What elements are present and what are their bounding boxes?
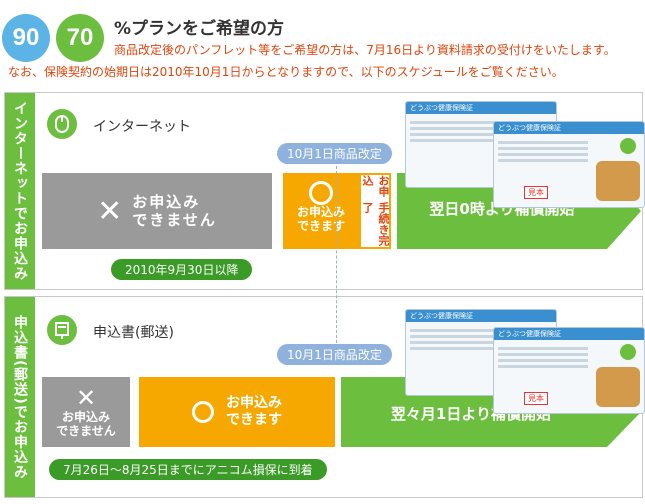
mail-cannot-apply-box: ✕ お申込みできません [42,377,130,447]
mail-cannot-apply-line2: できません [56,424,116,438]
dog-photo [596,367,640,407]
internet-revision-pill: 10月1日商品改定 [277,143,392,164]
sample-stamp: 見本 [524,186,548,199]
leaf-logo-icon [620,138,636,154]
card-header: どうぶつ健康保険証 [406,102,556,114]
internet-panel: インターネットでお申込み インターネット 10月1日商品改定 ✕ お申込みできま… [4,92,645,290]
internet-cannot-apply-line1: お申込み [132,193,201,211]
circle-ok-icon [309,181,333,205]
dog-photo [596,161,640,201]
insurance-card-front: どうぶつ健康保険証 見本 [493,121,645,208]
insurance-card-front: どうぶつ健康保険証 見本 [493,327,645,414]
internet-completed-line2: 手続き完了 [361,202,390,246]
mail-revision-pill: 10月1日商品改定 [277,344,392,365]
sample-stamp: 見本 [524,392,548,405]
badge-90: 90 [2,14,50,62]
mail-can-apply-line1: お申込み [226,395,282,411]
mail-method-label: 申込書(郵送) [93,325,174,341]
page-title: %プランをご希望の方 [114,19,285,39]
card-header: どうぶつ健康保険証 [494,122,644,134]
circle-ok-icon [192,401,214,423]
internet-deadline-pill: 2010年9月30日以降 [111,259,253,280]
mail-vertical-label: 申込書(郵送)でお申込み [5,297,35,497]
mouse-icon [47,109,77,139]
mail-deadline-pill: 7月26日～8月25日までにアニコム損保に到着 [49,459,327,480]
mail-can-apply-line2: できます [226,412,282,428]
internet-cannot-apply-box: ✕ お申込みできません [42,173,272,249]
internet-completed-line1: お申込 [361,175,390,197]
cross-icon: ✕ [75,384,97,412]
card-header: どうぶつ健康保険証 [406,310,556,322]
mail-cannot-apply-line1: お申込み [61,410,110,424]
notice-brochure: 商品改定後のパンフレット等をご希望の方は、7月16日より資料請求の受付けをいたし… [114,43,616,57]
mail-can-apply-box: お申込みできます [139,377,335,447]
revision-date-line [336,166,337,348]
internet-can-apply-line2: できます [296,219,345,233]
internet-cannot-apply-line2: できません [132,211,217,229]
internet-vertical-label: インターネットでお申込み [5,93,35,289]
internet-method-label: インターネット [93,119,191,135]
postbox-icon [47,315,77,345]
internet-can-apply-box: お申込みできます [283,173,359,249]
internet-completed-label: お申込手続き完了 [359,173,391,249]
mail-panel: 申込書(郵送)でお申込み 申込書(郵送) 10月1日商品改定 ✕ お申込みできま… [4,296,645,498]
notice-start-date: なお、保険契約の始期日は2010年10月1日からとなりますので、以下のスケジュー… [8,65,564,79]
card-header: どうぶつ健康保険証 [494,328,644,340]
internet-can-apply-line1: お申込み [296,205,345,219]
cross-icon: ✕ [97,193,123,229]
leaf-logo-icon [620,344,636,360]
badge-70: 70 [56,14,104,62]
